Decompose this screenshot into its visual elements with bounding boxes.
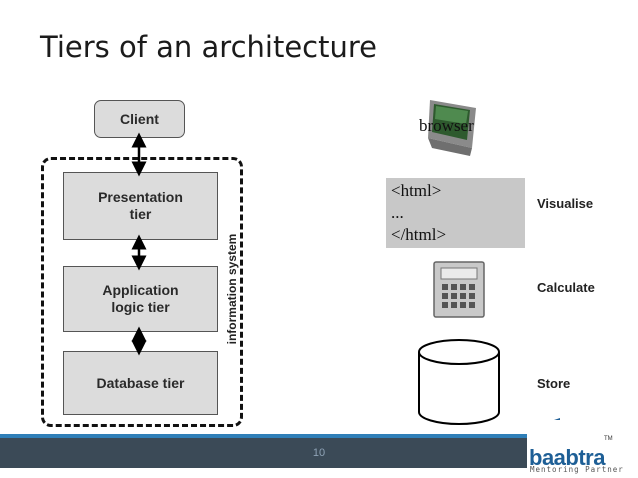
html-code-block: <html> ... </html> bbox=[386, 178, 525, 248]
database-tier-label: Database tier bbox=[96, 374, 185, 391]
logo-subtitle: Mentoring Partner bbox=[530, 465, 624, 474]
client-box: Client bbox=[94, 100, 185, 138]
footer-accent-line bbox=[0, 434, 638, 438]
code-line: <html> bbox=[391, 181, 442, 200]
monitor-icon bbox=[428, 100, 476, 156]
application-label-line1: Application bbox=[102, 282, 179, 298]
code-line: ... bbox=[391, 203, 404, 222]
visualise-label: Visualise bbox=[537, 196, 594, 211]
application-label-line2: logic tier bbox=[111, 299, 170, 315]
presentation-label-line2: tier bbox=[129, 206, 152, 222]
logo-background bbox=[527, 420, 638, 478]
code-line: </html> bbox=[391, 225, 447, 244]
store-label: Store bbox=[537, 376, 571, 391]
calculator-icon bbox=[433, 261, 485, 318]
database-cylinder-icon bbox=[418, 339, 500, 425]
calculate-label: Calculate bbox=[537, 280, 595, 295]
slide-title: Tiers of an architecture bbox=[40, 30, 377, 64]
page-number: 10 bbox=[312, 447, 326, 459]
presentation-label-line1: Presentation bbox=[98, 189, 183, 205]
client-label: Client bbox=[120, 110, 159, 127]
browser-label: browser bbox=[419, 116, 474, 135]
trademark: TM bbox=[604, 436, 613, 442]
logo-text: baabtra bbox=[529, 445, 605, 470]
